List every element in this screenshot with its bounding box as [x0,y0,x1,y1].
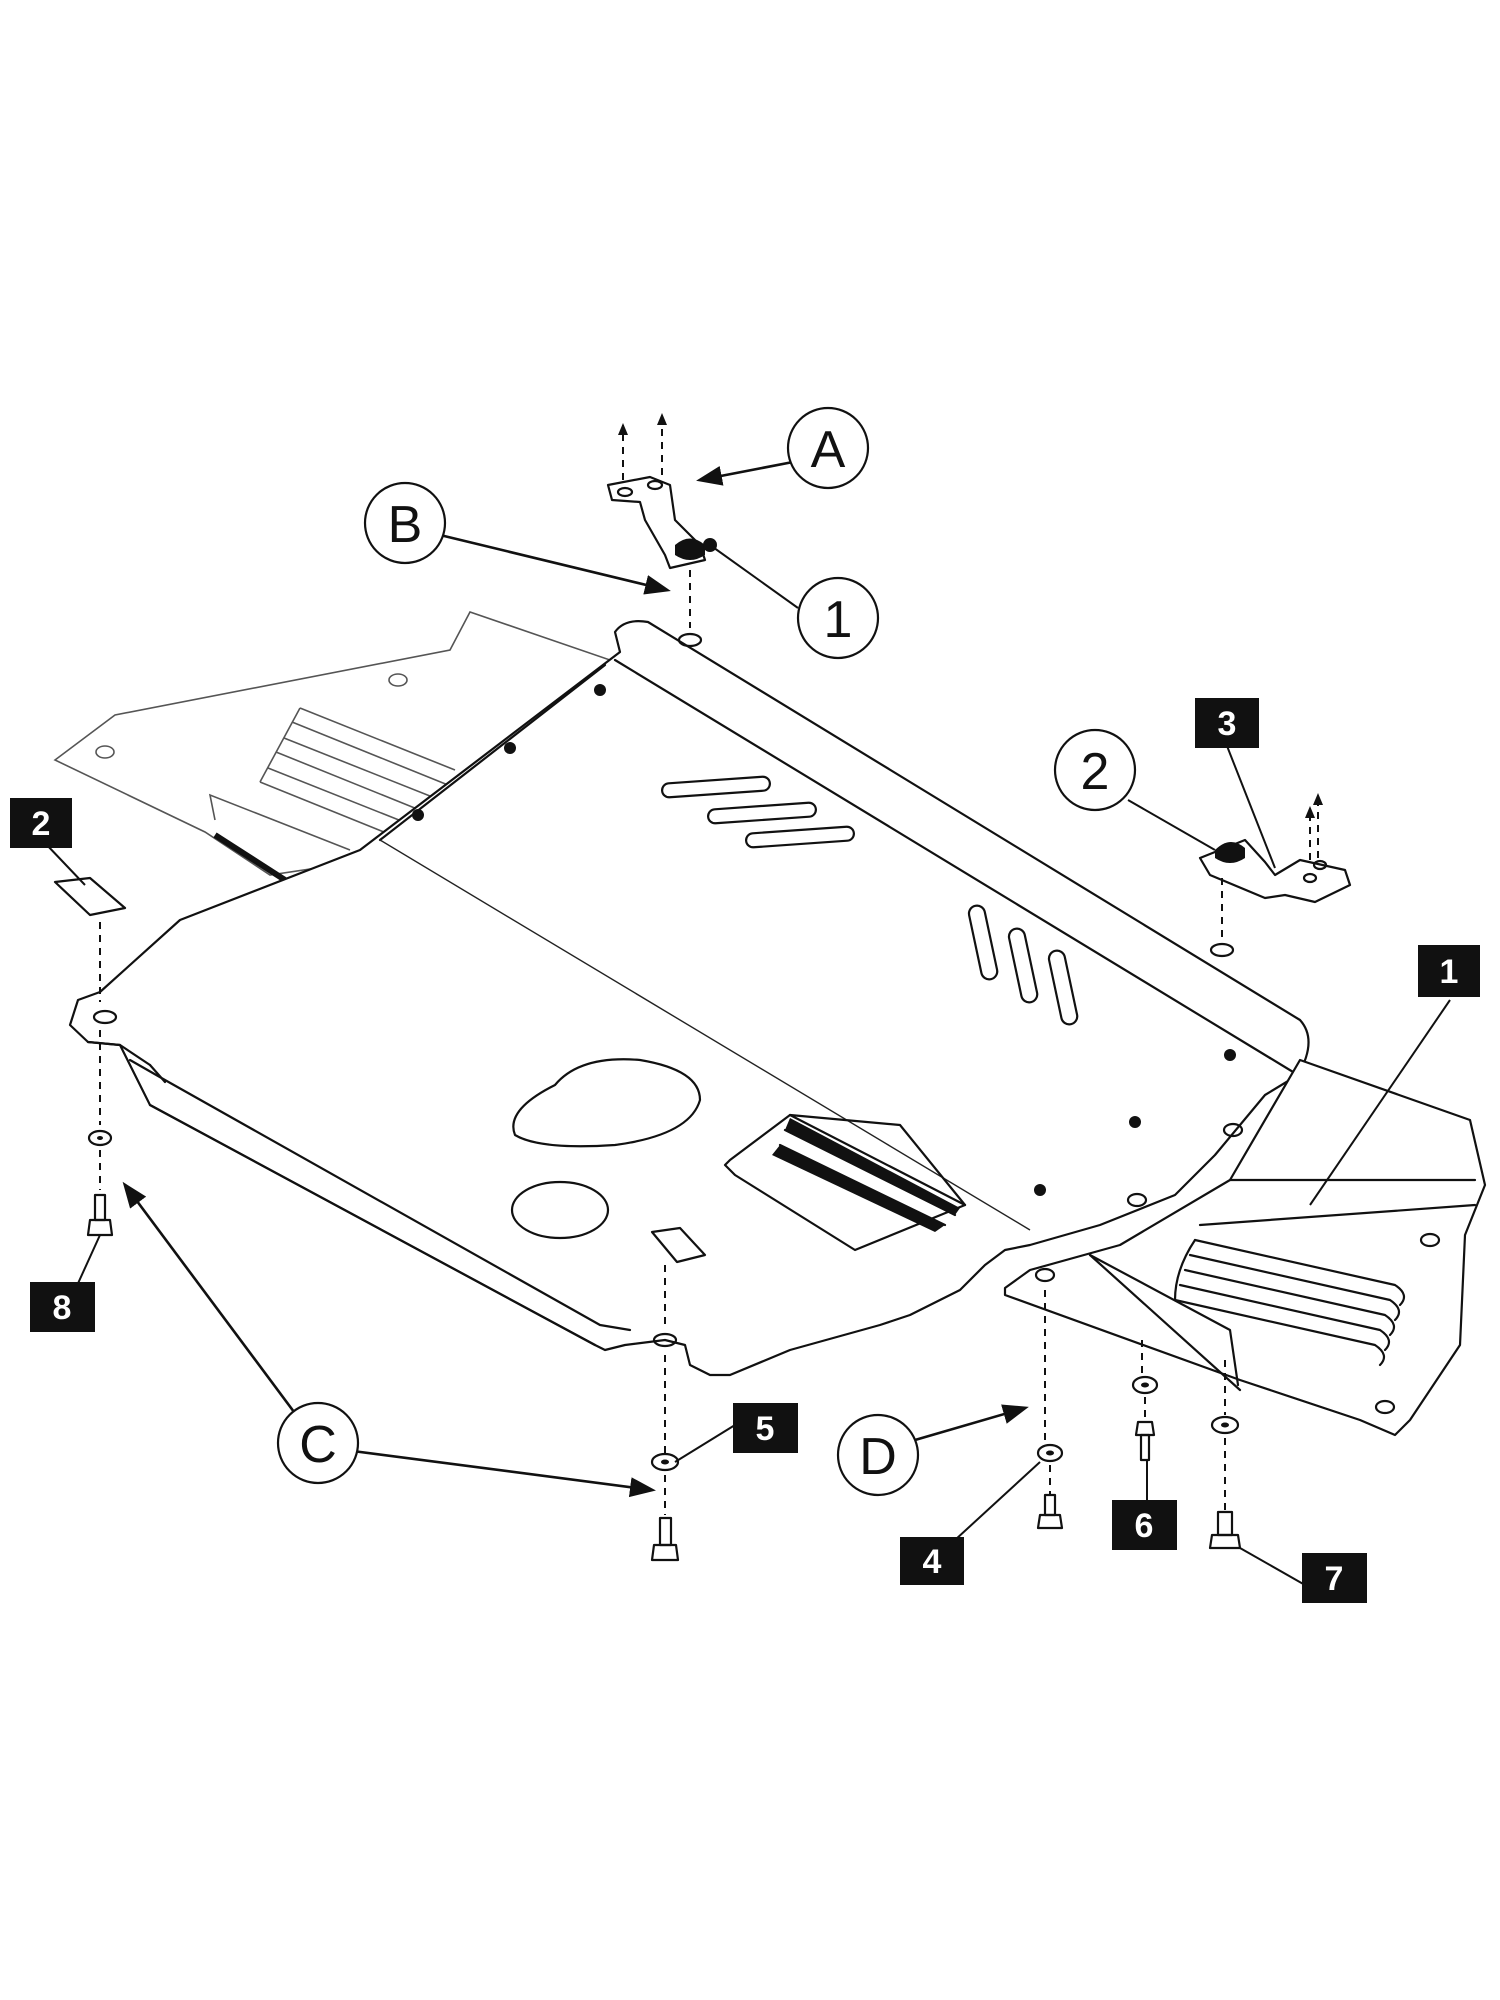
callout-a-label: A [811,421,846,479]
part-label-8-text: 8 [53,1289,72,1327]
part-label-3-text: 3 [1218,705,1237,743]
part-label-5: 5 [733,1403,798,1453]
part-label-1: 1 [1418,945,1480,997]
callout-circle-2-label: 2 [1081,743,1110,801]
round-access-hole [510,1180,610,1240]
part-label-4: 4 [900,1537,964,1585]
callout-d: D [836,1413,920,1497]
callout-circle-1-label: 1 [824,591,853,649]
right-panel-vents [1173,1238,1406,1367]
main-skid-plate [68,620,1310,1377]
access-hatch [723,1113,967,1252]
callout-b: B [363,481,447,565]
part-label-7-text: 7 [1325,1560,1344,1598]
oval-access-hole [512,1058,702,1148]
callout-circle-1: 1 [796,576,880,660]
callout-c: C [276,1401,360,1485]
callout-c-label: C [299,1416,337,1474]
upper-vent-slots [661,775,855,849]
part-label-2: 2 [10,798,72,848]
callout-d-label: D [859,1428,897,1486]
fasteners-right [1036,1290,1242,1550]
callout-a: A [786,406,870,490]
part-label-7: 7 [1302,1553,1367,1603]
part-label-2-text: 2 [32,805,51,843]
callout-circle-2: 2 [1053,728,1137,812]
part-label-6: 6 [1112,1500,1177,1550]
bracket-3 [1198,793,1352,940]
part-label-4-text: 4 [923,1543,942,1581]
bracket-a [606,413,717,628]
right-side-panel [1003,1058,1487,1437]
leader-lines [44,460,1451,1586]
spacer-plate-bottom [650,1226,707,1562]
callout-b-label: B [388,496,423,554]
part-label-3: 3 [1195,698,1259,748]
part-label-5-text: 5 [756,1410,775,1448]
part-label-6-text: 6 [1135,1507,1154,1545]
part-label-1-text: 1 [1440,953,1459,991]
spacer-plate-left [53,876,127,1237]
part-label-8: 8 [30,1282,95,1332]
side-vent-slots [967,904,1079,1026]
